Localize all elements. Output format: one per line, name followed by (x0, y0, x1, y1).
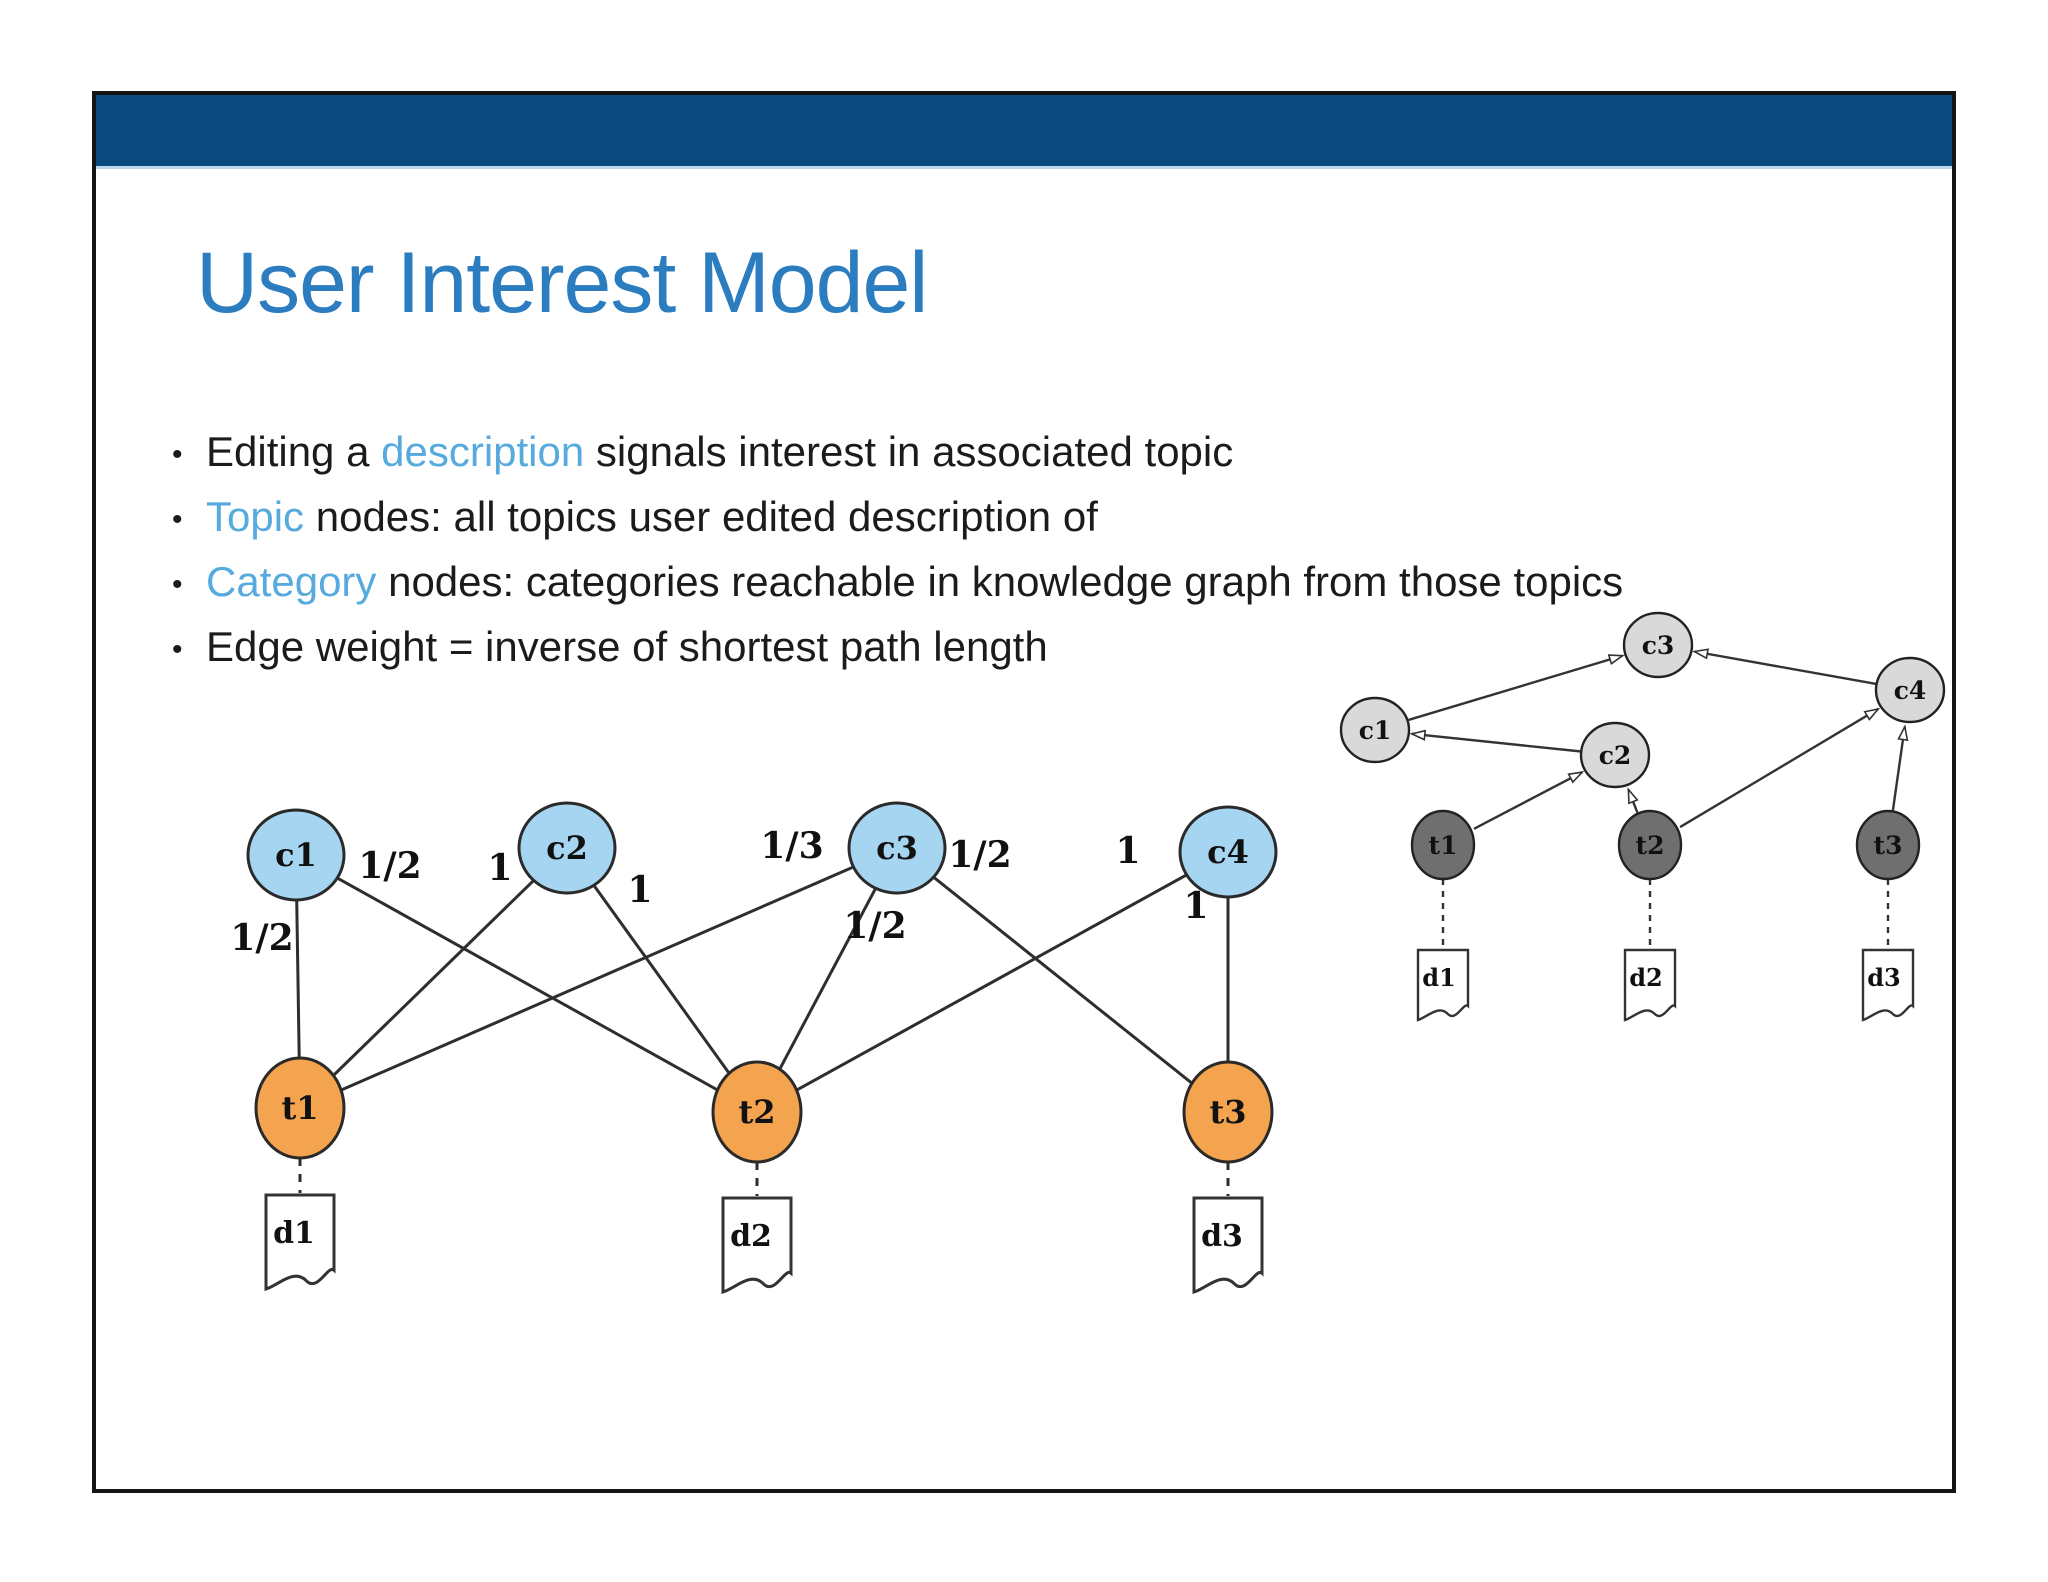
kg-document-label: d1 (1422, 963, 1455, 992)
bullet-highlight-text: description (381, 428, 585, 475)
node-label: t2 (738, 1093, 775, 1131)
bullet-text: nodes: all topics user edited descriptio… (304, 493, 1098, 540)
kg-arrow-edge (1679, 707, 1881, 829)
document-shape (264, 1193, 336, 1292)
edge-weight-label: 1 (627, 869, 652, 911)
graph-edge (896, 846, 1229, 1114)
kg-category-node (1622, 611, 1694, 679)
graph-edge (299, 846, 898, 1110)
kg-node-label: c2 (1599, 741, 1632, 770)
bullet-marker: • (172, 503, 183, 536)
graph-edge (756, 850, 1229, 1114)
bullet-list: • Editing a description signals interest … (172, 421, 1892, 681)
category-node (847, 801, 947, 895)
bullet-text: Editing a (206, 428, 382, 475)
bullet-marker: • (172, 633, 183, 666)
kg-node-label: c4 (1894, 676, 1927, 705)
slide-header-bar (96, 95, 1952, 169)
edge-weight-label: 1 (1115, 830, 1140, 872)
kg-arrow-edge (1473, 771, 1585, 830)
edge-weight-label: 1/2 (358, 845, 421, 887)
topic-node (1182, 1060, 1274, 1164)
document-shape (1192, 1196, 1264, 1295)
document-shape (721, 1196, 793, 1295)
kg-topic-node (1617, 809, 1683, 881)
bullet-item: • Edge weight = inverse of shortest path … (172, 616, 1892, 681)
node-label: c1 (275, 836, 317, 874)
kg-document-shape (1861, 948, 1915, 1022)
node-label: c3 (876, 829, 918, 867)
document-label: d3 (1201, 1219, 1243, 1254)
graph-edge (298, 846, 569, 1110)
topic-node (711, 1060, 803, 1164)
bullet-text: signals interest in associated topic (584, 428, 1234, 475)
kg-category-node (1579, 721, 1651, 789)
kg-node-label: c3 (1642, 631, 1675, 660)
bullet-item: • Category nodes: categories reachable in… (172, 551, 1892, 616)
kg-node-label: t1 (1429, 831, 1458, 860)
slide-frame: User Interest Model • Editing a descripti… (92, 91, 1956, 1493)
kg-document-label: d3 (1867, 963, 1900, 992)
kg-category-node (1874, 656, 1946, 724)
bullet-highlight-text: Category (206, 558, 377, 605)
node-label: t1 (281, 1089, 318, 1127)
topic-node (254, 1056, 346, 1160)
graph-edge (295, 853, 758, 1114)
bullet-text: nodes: categories reachable in knowledge… (376, 558, 1624, 605)
knowledge-graph-diagram: c1 c2 c3 c4 t1 t2 t3 d1 d2 d3 (1339, 611, 1946, 1022)
bullet-text: Edge weight = inverse of shortest path l… (206, 623, 1048, 670)
bullet-item: • Topic nodes: all topics user edited des… (172, 486, 1892, 551)
edge-weight-label: 1 (487, 847, 512, 889)
kg-arrow-edge (1408, 654, 1625, 722)
kg-document-shape (1623, 948, 1677, 1022)
kg-document-shape (1416, 948, 1470, 1022)
document-label: d2 (730, 1219, 772, 1254)
edge-weight-label: 1/3 (760, 825, 823, 867)
kg-node-label: t3 (1874, 831, 1903, 860)
kg-node-label: t2 (1636, 831, 1665, 860)
bullet-item: • Editing a description signals interest … (172, 421, 1892, 486)
node-label: c4 (1207, 833, 1249, 871)
document-label: d1 (273, 1216, 315, 1251)
kg-arrow-edge (1409, 729, 1581, 753)
node-label: c2 (546, 829, 588, 867)
bullet-marker: • (172, 568, 183, 601)
bullet-marker: • (172, 438, 183, 471)
slide-title: User Interest Model (196, 235, 928, 331)
edge-weight-label: 1/2 (948, 834, 1011, 876)
kg-node-label: c1 (1359, 716, 1392, 745)
kg-category-node (1339, 696, 1411, 764)
kg-arrow-edge (1627, 787, 1639, 813)
graph-edge (565, 847, 759, 1113)
kg-arrow-edge (1891, 724, 1909, 811)
bullet-highlight-text: Topic (206, 493, 305, 540)
node-label: t3 (1209, 1093, 1246, 1131)
kg-topic-node (1855, 809, 1921, 881)
edge-weight-label: 1/2 (843, 905, 906, 947)
kg-document-label: d2 (1629, 963, 1662, 992)
category-node (517, 801, 617, 895)
kg-arrow-edge (1692, 648, 1876, 686)
kg-topic-node (1410, 809, 1476, 881)
edge-weight-label: 1/2 (230, 917, 293, 959)
category-node (1178, 805, 1278, 899)
category-node (246, 808, 346, 902)
